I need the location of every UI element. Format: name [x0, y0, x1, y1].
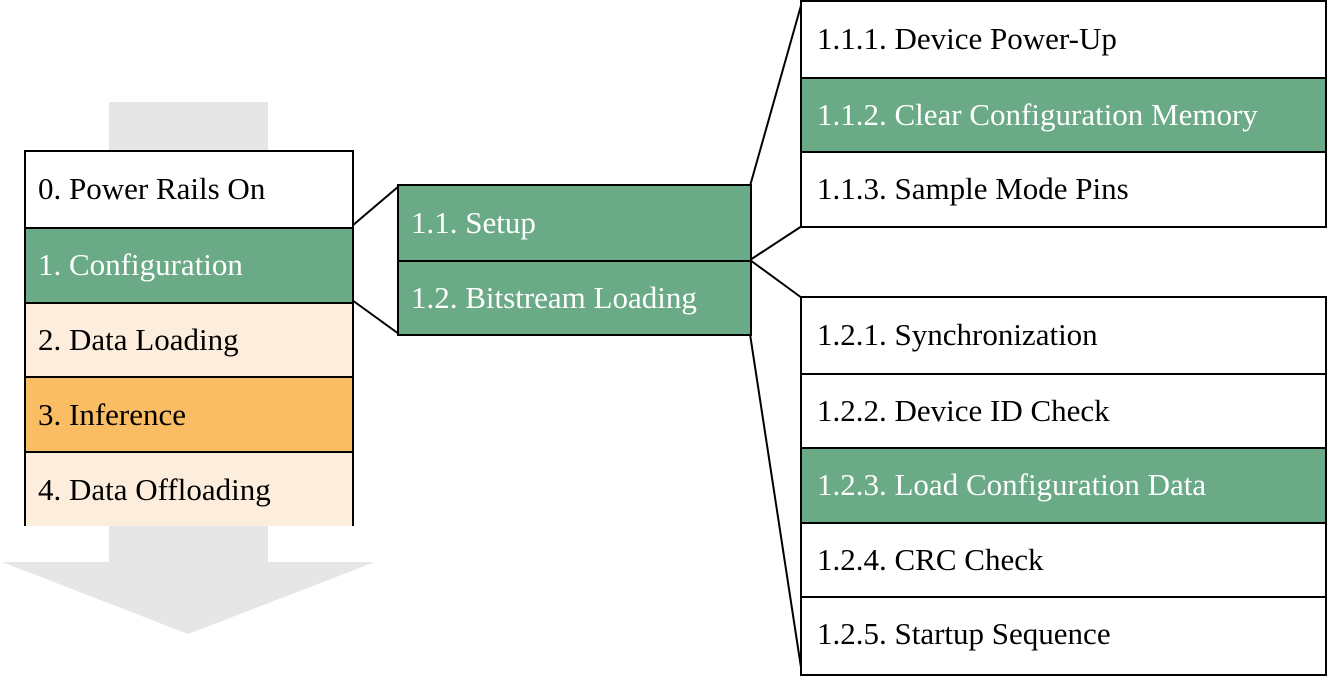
step-load-configuration-data: 1.2.3. Load Configuration Data [802, 447, 1325, 522]
step-bitstream-loading: 1.2. Bitstream Loading [399, 260, 750, 334]
stage-list: 0. Power Rails On 1. Configuration 2. Da… [24, 150, 354, 526]
connector-line [351, 299, 400, 335]
connector-line [749, 1, 803, 187]
bitstream-steps: 1.2.1. Synchronization 1.2.2. Device ID … [800, 296, 1327, 676]
connector-line [351, 185, 400, 227]
stage-configuration: 1. Configuration [26, 226, 352, 302]
step-device-power-up: 1.1.1. Device Power-Up [802, 2, 1325, 77]
stage-data-loading: 2. Data Loading [26, 301, 352, 377]
step-crc-check: 1.2.4. CRC Check [802, 521, 1325, 596]
stage-power-rails-on: 0. Power Rails On [26, 152, 352, 227]
connector-line [749, 259, 803, 299]
step-sample-mode-pins: 1.1.3. Sample Mode Pins [802, 151, 1325, 226]
step-device-id-check: 1.2.2. Device ID Check [802, 372, 1325, 447]
setup-steps: 1.1.1. Device Power-Up 1.1.2. Clear Conf… [800, 0, 1327, 228]
connector-line [749, 225, 803, 261]
connector-line [749, 333, 803, 675]
stage-data-offloading: 4. Data Offloading [26, 451, 352, 526]
stage-inference: 3. Inference [26, 376, 352, 452]
step-startup-sequence: 1.2.5. Startup Sequence [802, 596, 1325, 671]
step-clear-configuration-memory: 1.1.2. Clear Configuration Memory [802, 76, 1325, 152]
step-setup: 1.1. Setup [399, 186, 750, 260]
configuration-steps: 1.1. Setup 1.2. Bitstream Loading [397, 184, 752, 336]
step-synchronization: 1.2.1. Synchronization [802, 298, 1325, 373]
